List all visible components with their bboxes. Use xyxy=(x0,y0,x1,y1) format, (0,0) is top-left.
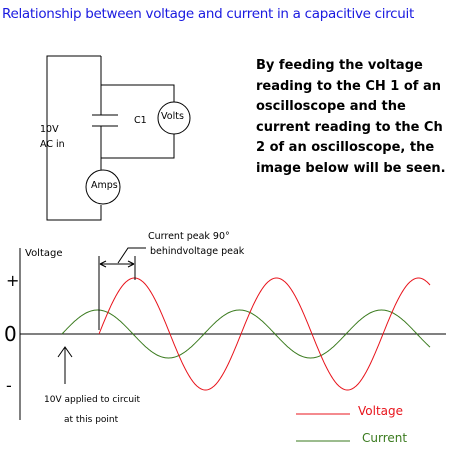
circuit-schematic xyxy=(46,55,191,221)
voltmeter-label: Volts xyxy=(161,111,184,122)
capacitor-label: C1 xyxy=(134,115,147,126)
voltage-wave xyxy=(98,277,431,391)
page-title: Relationship between voltage and current… xyxy=(2,6,414,22)
start-arrow xyxy=(57,346,73,384)
description-text: By feeding the voltage reading to the CH… xyxy=(256,58,446,176)
ammeter-symbol xyxy=(85,169,121,205)
y-axis-label: Voltage xyxy=(25,248,63,259)
peak-annotation-line1: Current peak 90° xyxy=(148,231,230,242)
circuit-wire-outer xyxy=(46,55,102,221)
voltmeter-wire xyxy=(101,84,175,159)
start-annotation-line2: at this point xyxy=(64,415,119,425)
legend-voltage-label: Voltage xyxy=(358,404,404,418)
peak-bracket xyxy=(98,247,146,330)
plus-symbol: + xyxy=(6,271,20,290)
start-annotation-line1: 10V applied to circuit xyxy=(44,395,141,405)
source-ac-label: AC in xyxy=(40,139,65,150)
ammeter-label: Amps xyxy=(91,180,118,191)
current-wave xyxy=(61,309,431,359)
legend-current-label: Current xyxy=(362,431,408,445)
source-voltage-label: 10V xyxy=(40,124,59,135)
minus-symbol: - xyxy=(6,376,12,395)
voltmeter-symbol xyxy=(157,101,191,135)
zero-symbol: 0 xyxy=(4,322,17,346)
peak-annotation-line2: behindvoltage peak xyxy=(150,246,245,257)
